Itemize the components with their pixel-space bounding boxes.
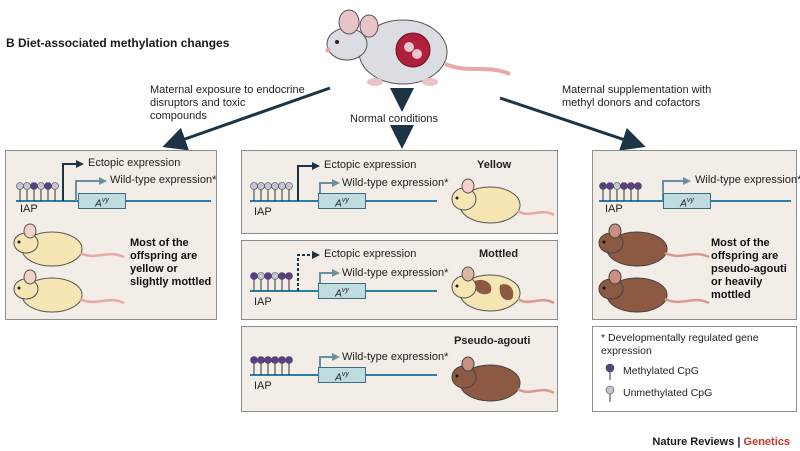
pseudo-phenotype-label: Pseudo-agouti (454, 335, 531, 347)
yellow-mouse (451, 178, 555, 224)
left-panel: Ectopic expression Wild-type expression*… (5, 150, 217, 320)
yellow-ectopic-label: Ectopic expression (324, 159, 417, 171)
legend-asterisk-text: * Developmentally regulated gene express… (601, 332, 759, 357)
pseudo-cpg-sites (250, 356, 293, 375)
pseudo-agouti-mouse (451, 356, 555, 402)
pseudo-wildtype-label: Wild-type expression* (342, 351, 449, 363)
journal-credit: Nature Reviews | Genetics (652, 436, 790, 448)
right-brown-mouse-1 (598, 223, 710, 267)
legend-methylated-label: Methylated CpG (623, 365, 699, 377)
yellow-phenotype-label: Yellow (477, 159, 512, 171)
mottled-wildtype-label: Wild-type expression* (342, 267, 449, 279)
right-caption: Maternal supplementation with methyl don… (562, 84, 712, 109)
diet-arrows (162, 86, 646, 151)
yellow-iap-label: IAP (254, 206, 272, 218)
left-outcome-text: Most of the offspring are yellow or slig… (130, 237, 212, 288)
mottled-cpg-sites (250, 272, 293, 291)
mottled-avy-gene: Avy (318, 283, 366, 299)
mottled-iap-label: IAP (254, 296, 272, 308)
yellow-avy-gene: Avy (318, 193, 366, 209)
right-cpg-sites (599, 182, 642, 201)
left-cpg-sites (16, 182, 59, 201)
right-avy-gene: Avy (663, 193, 711, 209)
middle-pseudo-agouti-panel: Wild-type expression* IAP Avy Pseudo-ago… (241, 326, 558, 412)
journal-name: Nature Reviews (652, 436, 735, 448)
left-iap-label: IAP (20, 203, 38, 215)
unmethylated-cpg-icon (605, 385, 615, 402)
pseudo-iap-label: IAP (254, 380, 272, 392)
journal-section: Genetics (743, 436, 790, 448)
middle-yellow-panel: Ectopic expression Wild-type expression*… (241, 150, 558, 234)
left-caption: Maternal exposure to endocrine disruptor… (150, 84, 305, 122)
arrow-to-left (162, 86, 331, 151)
left-avy-gene: Avy (78, 193, 126, 209)
right-panel: Wild-type expression* IAP Avy Most of th… (592, 150, 800, 320)
pseudo-avy-gene: Avy (318, 367, 366, 383)
yellow-wildtype-label: Wild-type expression* (342, 177, 449, 189)
middle-caption: Normal conditions (350, 113, 439, 125)
yellow-cpg-sites (250, 182, 293, 201)
right-outcome-text: Most of the offspring are pseudo-agouti … (711, 237, 787, 301)
section-title: B Diet-associated methylation changes (6, 36, 230, 50)
arrow-to-right (499, 96, 646, 151)
mottled-mouse (451, 266, 555, 312)
methylated-cpg-icon (605, 363, 615, 380)
left-ectopic-label: Ectopic expression (88, 157, 181, 169)
middle-mottled-panel: Ectopic expression Wild-type expression*… (241, 240, 558, 320)
right-iap-label: IAP (605, 203, 623, 215)
right-brown-mouse-2 (598, 269, 710, 313)
mottled-phenotype-label: Mottled (479, 248, 519, 260)
mottled-ectopic-label: Ectopic expression (324, 248, 417, 260)
mottled-gene-diagram (250, 251, 437, 292)
left-yellow-mouse-1 (13, 223, 125, 267)
credit-separator: | (734, 436, 744, 448)
pregnant-mouse-illustration (325, 9, 511, 86)
legend-unmethylated-label: Unmethylated CpG (623, 387, 713, 399)
right-wildtype-label: Wild-type expression* (695, 174, 800, 186)
left-wildtype-label: Wild-type expression* (110, 174, 217, 186)
legend-panel: * Developmentally regulated gene express… (592, 326, 797, 412)
left-yellow-mouse-2 (13, 269, 125, 313)
